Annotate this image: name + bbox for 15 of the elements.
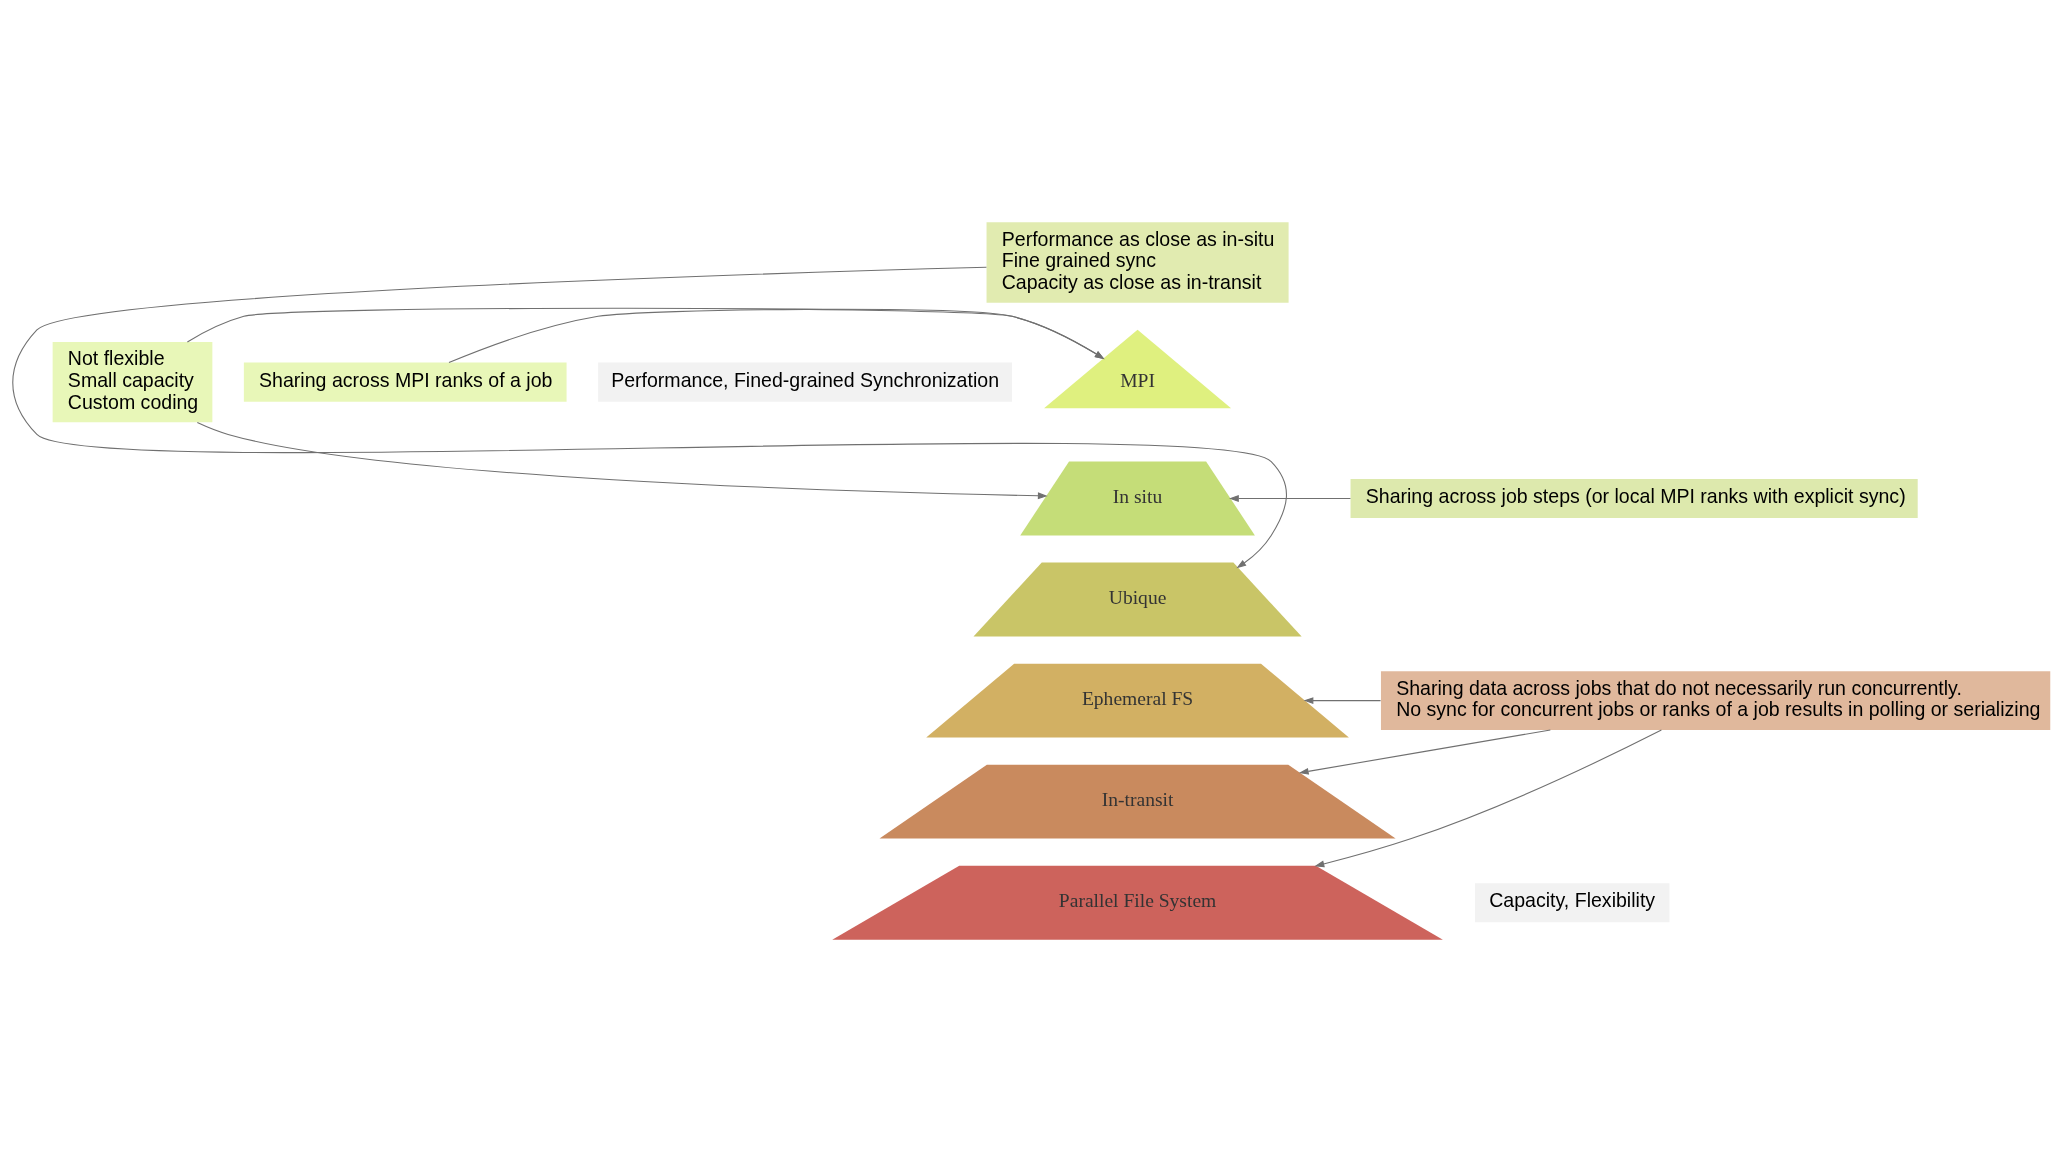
arrow xyxy=(1303,696,1382,704)
arrow xyxy=(448,308,1105,363)
label: Performance, Fined-grained Synchronization xyxy=(611,368,1000,391)
arrow xyxy=(186,307,1105,359)
node-box: Performance as close as in-situ Fine grained sync Capacity as close as in-transit xyxy=(986,221,1289,303)
arrow xyxy=(12,266,1287,568)
arrow xyxy=(1298,728,1551,775)
node-box: Not flexible Small capacity Custom coding xyxy=(52,341,213,422)
arrow xyxy=(1229,494,1351,502)
arrow xyxy=(196,421,1048,499)
node-box: Sharing across MPI ranks of a job xyxy=(243,362,567,402)
arrow xyxy=(1314,729,1662,867)
node-box: Sharing across job steps (or local MPI ranks with explicit sync) xyxy=(1350,478,1918,518)
label: Capacity, Flexibility xyxy=(1489,888,1656,911)
node-box: Sharing data across jobs that do not necessarily run concurrently. No sync for concurrent jobs or ranks of a job results in polling or serializing xyxy=(1380,670,2051,730)
